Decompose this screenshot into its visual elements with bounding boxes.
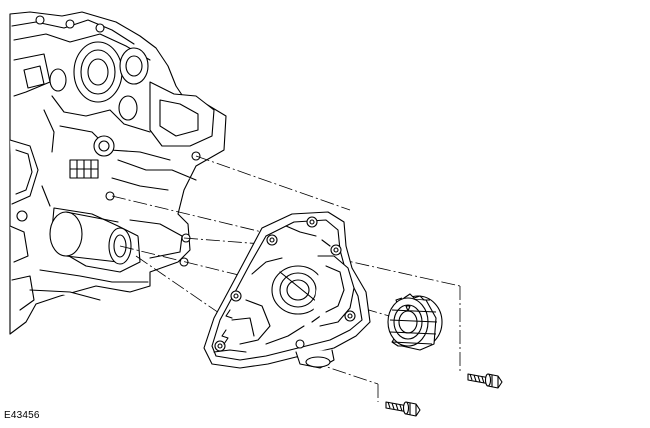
sprocket-drawing (387, 293, 443, 351)
engine-block-drawing (9, 11, 227, 335)
oil-pump-drawing (203, 211, 371, 369)
bolt-drawing (385, 373, 503, 417)
figure-id-label: E43456 (4, 410, 40, 421)
